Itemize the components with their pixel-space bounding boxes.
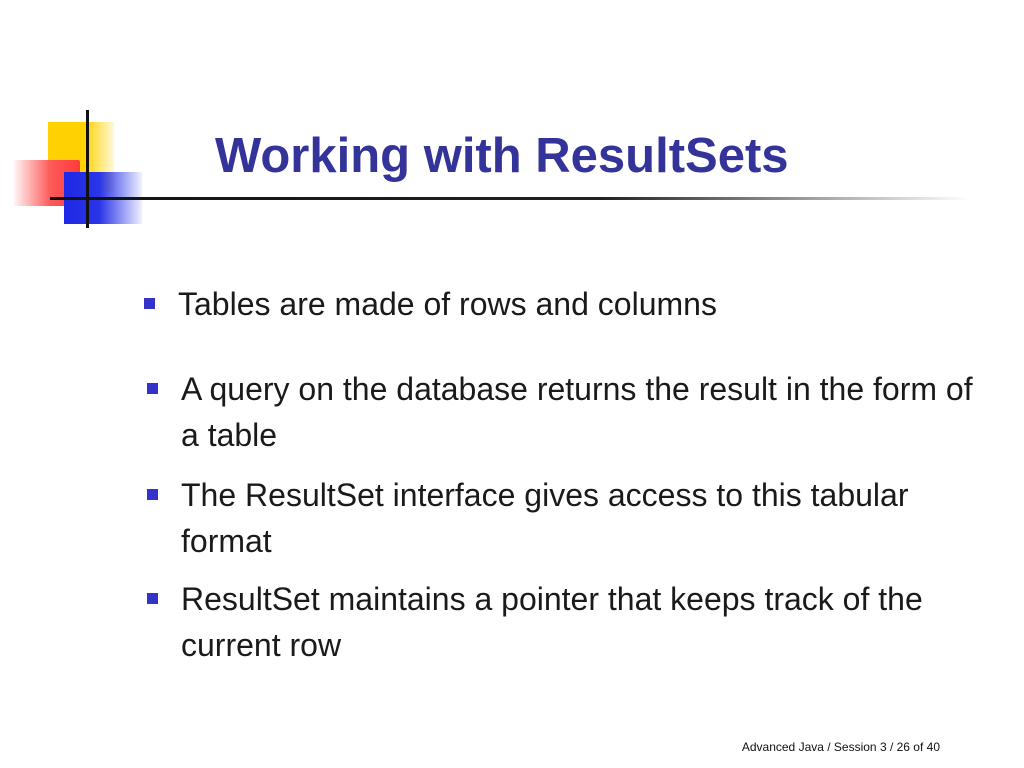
bullet-text: ResultSet maintains a pointer that keeps… bbox=[181, 581, 923, 663]
bullet-item: A query on the database returns the resu… bbox=[147, 366, 981, 458]
vertical-rule bbox=[86, 110, 89, 228]
square-bullet-icon bbox=[144, 298, 155, 309]
bullet-text: The ResultSet interface gives access to … bbox=[181, 477, 909, 559]
slide-footer: Advanced Java / Session 3 / 26 of 40 bbox=[741, 740, 940, 754]
bullet-text: Tables are made of rows and columns bbox=[178, 286, 717, 322]
title-underline-rule bbox=[50, 197, 970, 200]
square-bullet-icon bbox=[147, 593, 158, 604]
bullet-item: ResultSet maintains a pointer that keeps… bbox=[147, 576, 981, 668]
overlapping-squares-logo-icon bbox=[0, 0, 160, 240]
bullet-text: A query on the database returns the resu… bbox=[181, 371, 973, 453]
slide-title: Working with ResultSets bbox=[215, 129, 789, 183]
square-bullet-icon bbox=[147, 383, 158, 394]
bullet-item: The ResultSet interface gives access to … bbox=[147, 472, 981, 564]
bullet-item: Tables are made of rows and columns bbox=[144, 281, 898, 327]
square-bullet-icon bbox=[147, 489, 158, 500]
